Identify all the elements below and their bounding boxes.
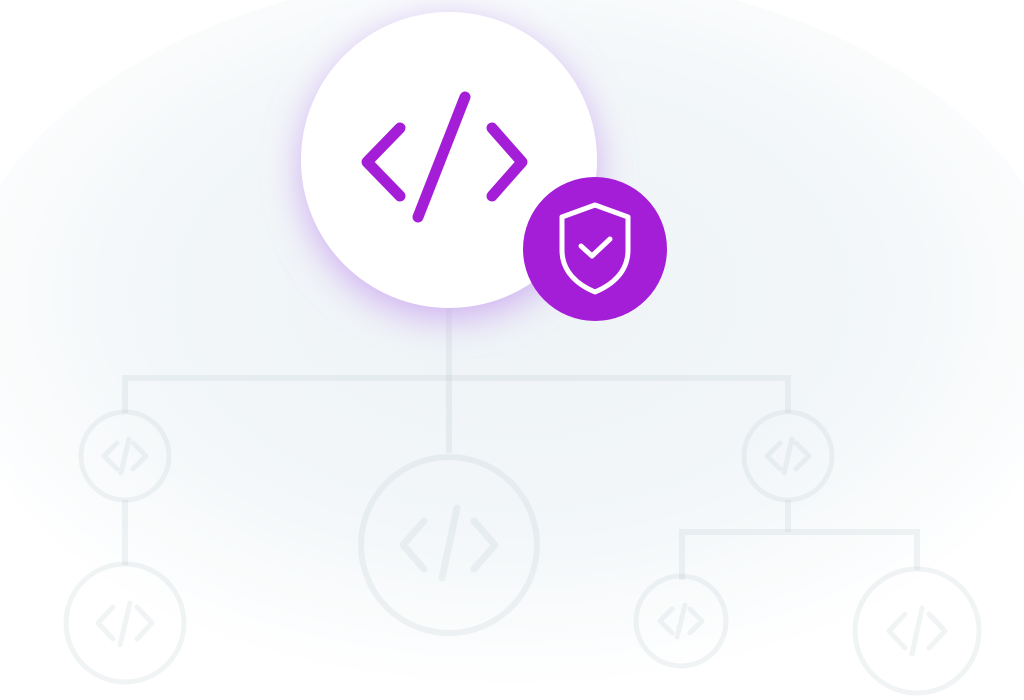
security-badge[interactable] [523,177,667,321]
child-node-left[interactable] [78,409,172,503]
grandchild-node-right-a[interactable] [633,573,729,669]
connector-lines [122,300,920,580]
child-nodes [63,409,982,696]
grandchild-node-right-b[interactable] [852,566,982,696]
child-node-right-ring [741,409,835,503]
child-node-center-ring [358,454,540,636]
root-node[interactable] [301,12,597,308]
security-badge-circle [523,177,667,321]
code-brackets-icon [399,504,499,582]
grandchild-node-left[interactable] [63,561,187,685]
child-node-center[interactable] [358,454,540,636]
root-node-circle [301,12,597,308]
child-node-right[interactable] [741,409,835,503]
top-horizontal-connector [122,375,791,413]
code-brackets-icon [101,436,149,476]
code-brackets-icon [361,91,528,223]
child-node-left-ring [78,409,172,503]
code-brackets-icon [764,436,812,476]
grandchild-node-right-b-ring [852,566,982,696]
code-brackets-icon [95,600,155,648]
code-brackets-icon [657,602,705,640]
code-brackets-icon [886,605,948,657]
right-horizontal-connector [679,529,920,580]
grandchild-node-left-ring [63,561,187,685]
grandchild-node-right-a-ring [633,573,729,669]
shield-check-icon [559,202,631,295]
